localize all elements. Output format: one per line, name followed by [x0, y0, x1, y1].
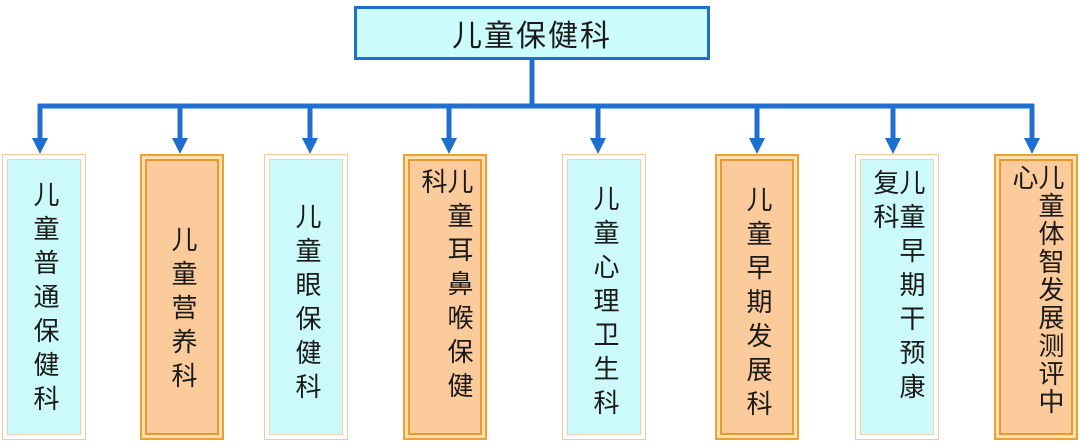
arrow-head-4	[441, 138, 457, 154]
child-node-8: 儿童体智发展测评中心	[994, 154, 1078, 440]
arrow-head-2	[172, 138, 188, 154]
child-node-1: 儿童普通保健科	[2, 154, 86, 440]
child-node-label: 儿童眼保健科	[291, 203, 321, 407]
child-node-3: 儿童眼保健科	[264, 154, 348, 440]
root-node-label: 儿童保健科	[452, 19, 612, 54]
arrow-head-5	[590, 138, 606, 154]
child-node-label: 儿童早期发展科	[742, 186, 772, 424]
child-node-label: 儿童普通保健科	[29, 181, 59, 419]
arrow-head-8	[1024, 138, 1040, 154]
arrow-head-1	[32, 138, 48, 154]
arrow-head-3	[302, 138, 318, 154]
child-node-label: 儿童耳鼻喉保健科	[417, 168, 473, 406]
child-node-label: 儿童营养科	[167, 226, 197, 396]
child-node-label: 儿童早期干预康复科	[869, 169, 925, 407]
child-node-4: 儿童耳鼻喉保健科	[403, 154, 487, 440]
root-node: 儿童保健科	[354, 6, 710, 60]
child-node-6: 儿童早期发展科	[715, 154, 799, 440]
arrow-head-7	[885, 138, 901, 154]
child-node-label: 儿童心理卫生科	[589, 185, 619, 423]
child-node-2: 儿童营养科	[140, 154, 224, 440]
child-node-7: 儿童早期干预康复科	[855, 154, 939, 440]
child-node-5: 儿童心理卫生科	[562, 154, 646, 440]
child-node-label: 儿童体智发展测评中心	[1008, 164, 1064, 416]
arrow-head-6	[749, 138, 765, 154]
